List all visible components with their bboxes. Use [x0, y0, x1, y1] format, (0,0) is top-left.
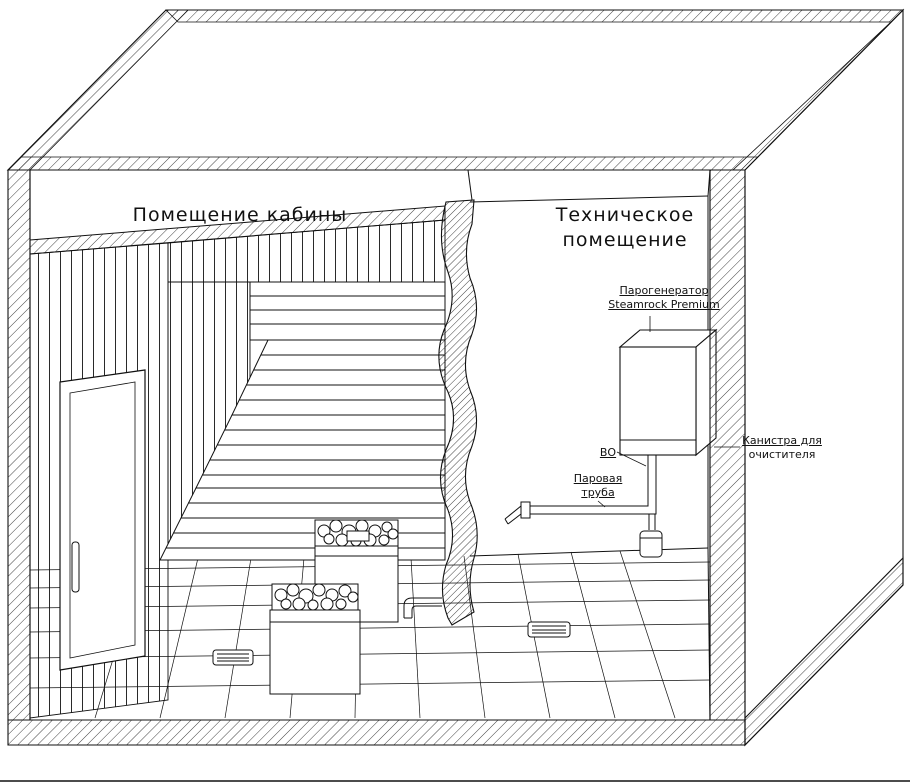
canister-callout-line1: Канистра для: [742, 434, 822, 447]
heater-plate: [346, 530, 370, 542]
generator-callout-line2: Steamrock Premium: [608, 298, 720, 311]
roof-back-band: [165, 9, 904, 23]
canister-callout: Канистра для очистителя: [742, 434, 822, 462]
steam-pipe-leader: [597, 500, 606, 508]
door-handle: [71, 541, 80, 593]
cabin-door: [59, 369, 146, 671]
cabin-room-title: Помещение кабины: [132, 204, 348, 226]
front-cut-sections: [7, 169, 746, 746]
technical-room-title: Техническое помещение: [545, 203, 705, 253]
canister-callout-line2: очистителя: [748, 448, 816, 461]
steam-pipe-callout-line1: Паровая: [573, 472, 623, 485]
generator-callout-line1: Парогенератор: [619, 284, 709, 297]
technical-room-title-line1: Техническое: [555, 204, 695, 226]
floor-drain-technical: [527, 621, 571, 638]
door-leaf: [59, 369, 146, 671]
steam-pipe: [504, 455, 657, 530]
water-outlet-callout: ВО: [596, 446, 620, 460]
bench-backrest: [249, 281, 446, 341]
outer-box: [6, 8, 905, 747]
drain-canister: [639, 530, 663, 558]
heater-steam-feed-pipe: [403, 597, 442, 619]
floor-drain-cabin: [212, 649, 254, 666]
divider-wall-cutaway: [438, 199, 478, 626]
water-outlet-leader: [616, 451, 647, 467]
heater-front: [269, 583, 361, 695]
generator-callout: Парогенератор Steamrock Premium: [608, 284, 720, 312]
technical-room-title-line2: помещение: [562, 229, 688, 251]
floor-slab-cut: [7, 719, 746, 746]
door-inner-panel: [69, 381, 136, 659]
generator-front-face: [619, 346, 697, 456]
steam-pipe-callout-line2: труба: [581, 486, 615, 499]
steam-generator: [618, 328, 718, 457]
left-wall-cut: [7, 169, 31, 721]
water-outlet-label: ВО: [599, 446, 617, 459]
right-wall-cut: [709, 169, 746, 721]
steam-pipe-callout: Паровая труба: [566, 472, 630, 500]
roof-front-band: [7, 156, 759, 171]
